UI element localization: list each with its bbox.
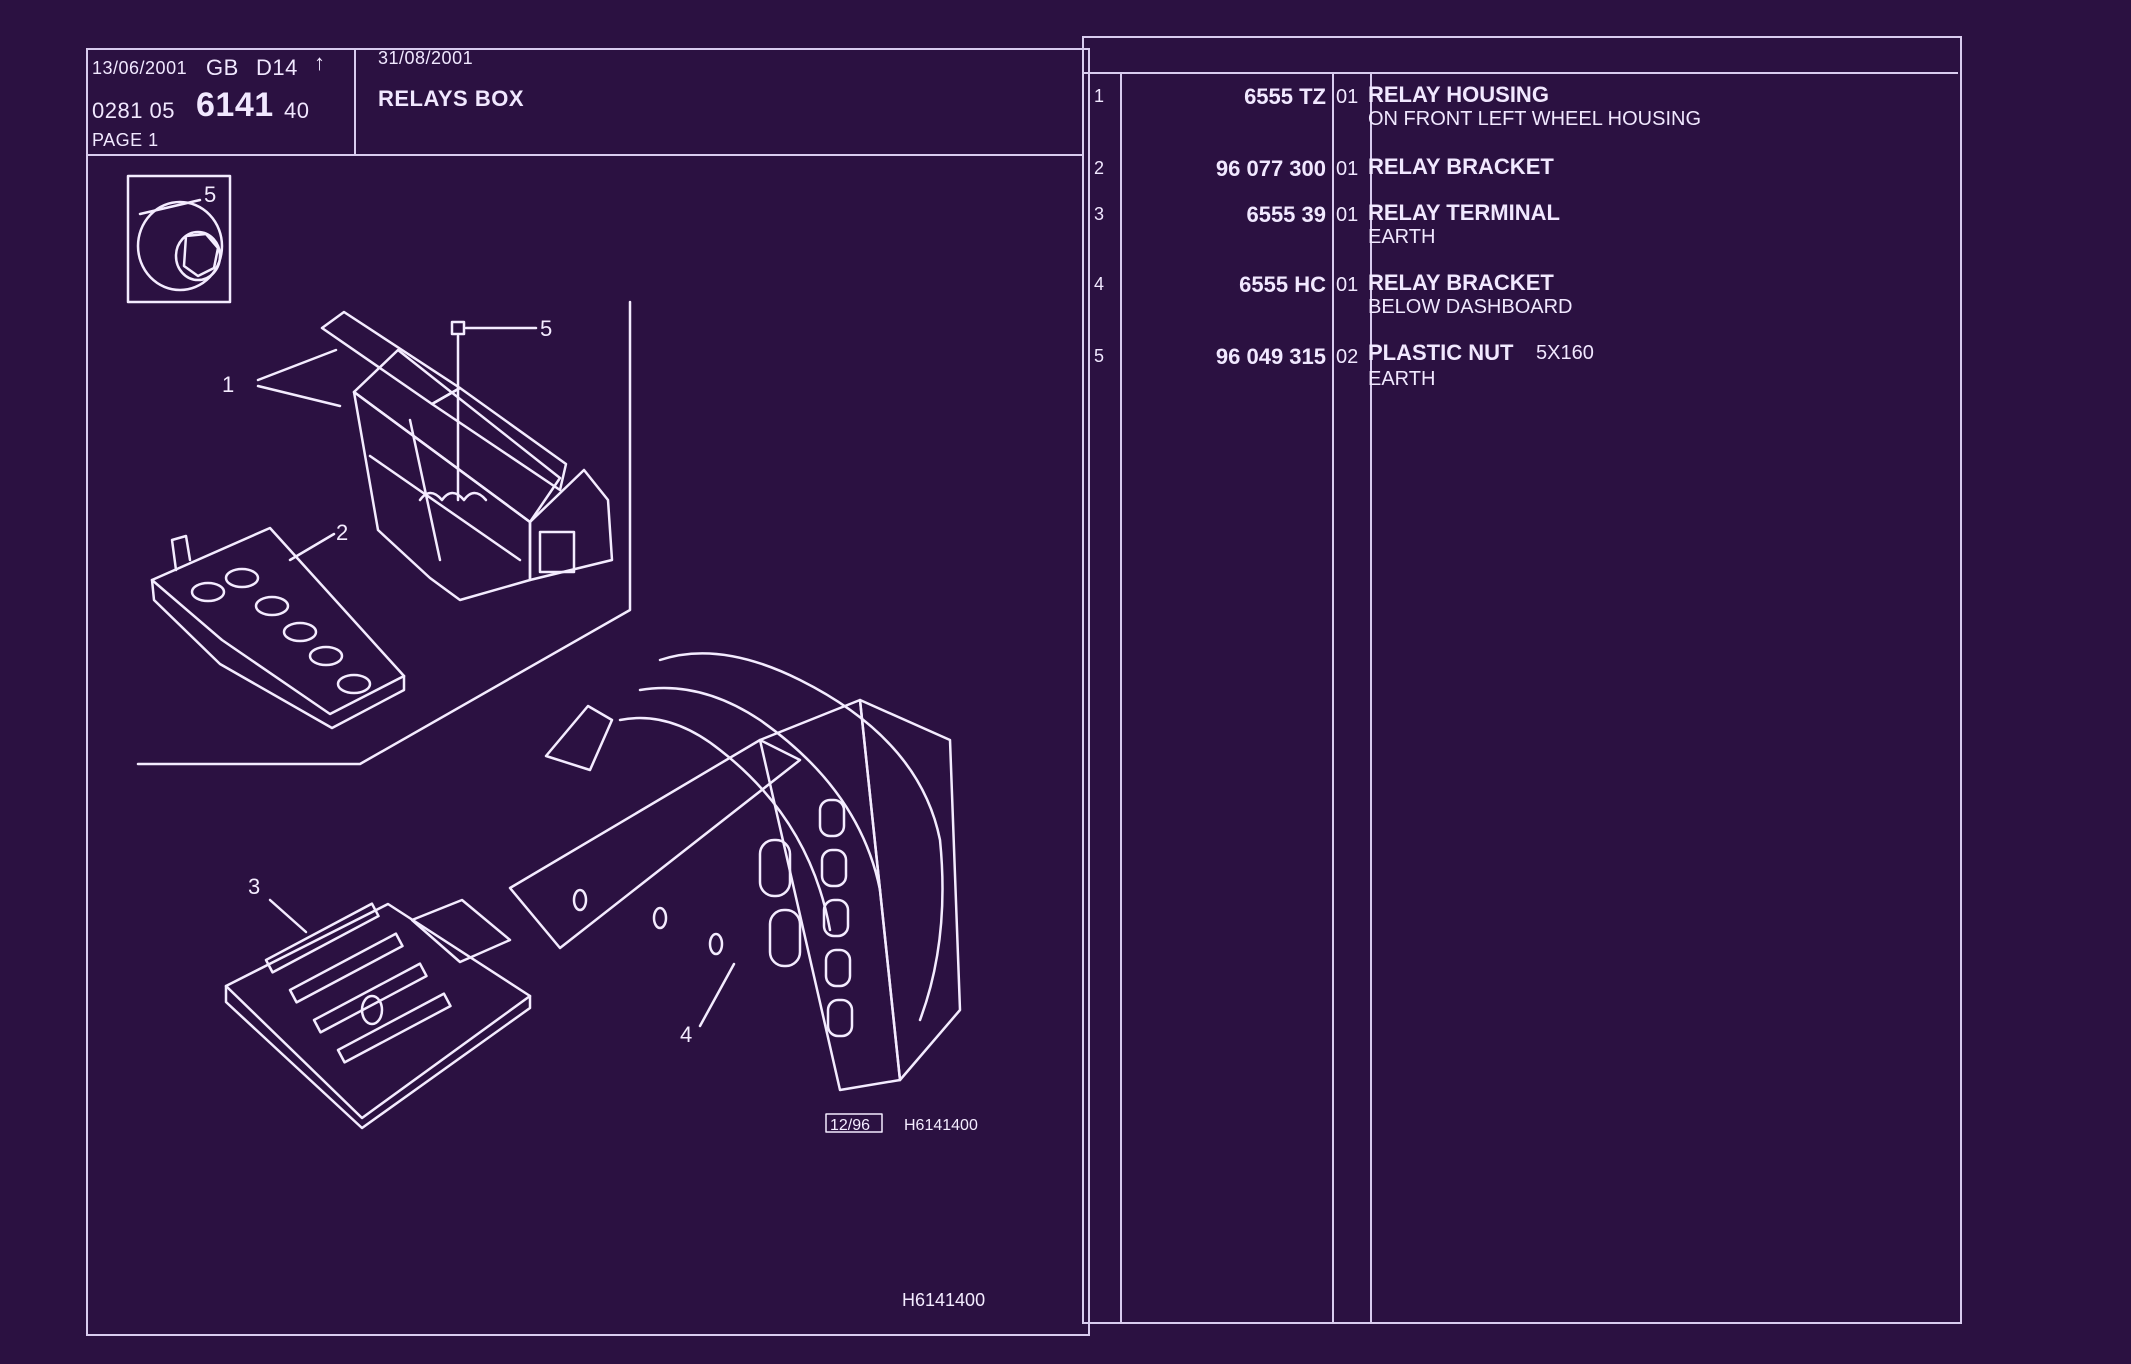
callout-3: 3	[248, 874, 260, 899]
up-arrow-icon: ↑	[314, 50, 326, 75]
revision-code: 12/96	[830, 1117, 870, 1134]
part-number: 6555 39	[1246, 202, 1326, 227]
part-note: ON FRONT LEFT WHEEL HOUSING	[1368, 108, 1701, 130]
model-code: D14	[256, 55, 298, 80]
part-description: RELAY TERMINAL	[1368, 200, 1560, 225]
relay-bracket-drawing	[150, 526, 406, 730]
quantity: 01	[1336, 86, 1359, 108]
part-note: BELOW DASHBOARD	[1368, 296, 1573, 318]
code-prefix: 0281 05	[92, 98, 176, 123]
group-number: 6141	[196, 86, 274, 124]
relay-housing-drawing	[320, 310, 614, 602]
code-suffix: 40	[284, 98, 310, 123]
part-description: RELAY BRACKET	[1368, 154, 1554, 179]
part-note: EARTH	[1368, 226, 1436, 248]
part-number: 96 049 315	[1215, 344, 1326, 369]
parts-illustration: 5 1 5 2	[126, 174, 985, 1310]
row-number: 1	[1094, 86, 1105, 106]
row-number: 3	[1094, 204, 1105, 224]
issue-date: 31/08/2001	[378, 48, 474, 68]
part-description: RELAY BRACKET	[1368, 270, 1554, 295]
right-panel-frame	[1082, 36, 1962, 1324]
quantity: 02	[1336, 346, 1359, 368]
left-panel-frame	[86, 48, 1090, 1336]
header-column-divider	[354, 48, 356, 154]
callout-5: 5	[540, 316, 552, 341]
row-number: 2	[1094, 158, 1105, 178]
page-title: RELAYS BOX	[378, 86, 525, 111]
row-number: 5	[1094, 346, 1105, 366]
quantity: 01	[1336, 204, 1359, 226]
drawing-reference: H6141400	[904, 1117, 978, 1134]
country-code: GB	[206, 55, 239, 80]
footer-reference: H6141400	[902, 1290, 985, 1310]
qty-column-right-divider	[1370, 72, 1372, 1322]
part-note: EARTH	[1368, 368, 1436, 390]
dashboard-bracket-drawing	[508, 652, 962, 1092]
part-description: PLASTIC NUT	[1368, 340, 1514, 365]
header-divider	[86, 154, 1084, 156]
rowno-column-divider	[1120, 72, 1122, 1322]
qty-column-left-divider	[1332, 72, 1334, 1322]
part-number: 6555 TZ	[1244, 84, 1326, 109]
callout-1: 1	[222, 372, 234, 397]
row-number: 4	[1094, 274, 1105, 294]
quantity: 01	[1336, 158, 1359, 180]
quantity: 01	[1336, 274, 1359, 296]
part-number: 6555 HC	[1239, 272, 1326, 297]
relay-terminal-drawing	[224, 898, 532, 1130]
part-description: RELAY HOUSING	[1368, 82, 1549, 107]
page-number: PAGE 1	[92, 130, 159, 150]
callout-2: 2	[336, 520, 348, 545]
print-date: 13/06/2001	[92, 58, 188, 78]
callout-4: 4	[680, 1022, 692, 1047]
plastic-nut-inset: 5	[126, 174, 232, 304]
inset-label: 5	[204, 182, 216, 207]
part-number: 96 077 300	[1215, 156, 1326, 181]
part-extra: 5X160	[1536, 342, 1594, 364]
parts-header-divider	[1082, 72, 1958, 74]
